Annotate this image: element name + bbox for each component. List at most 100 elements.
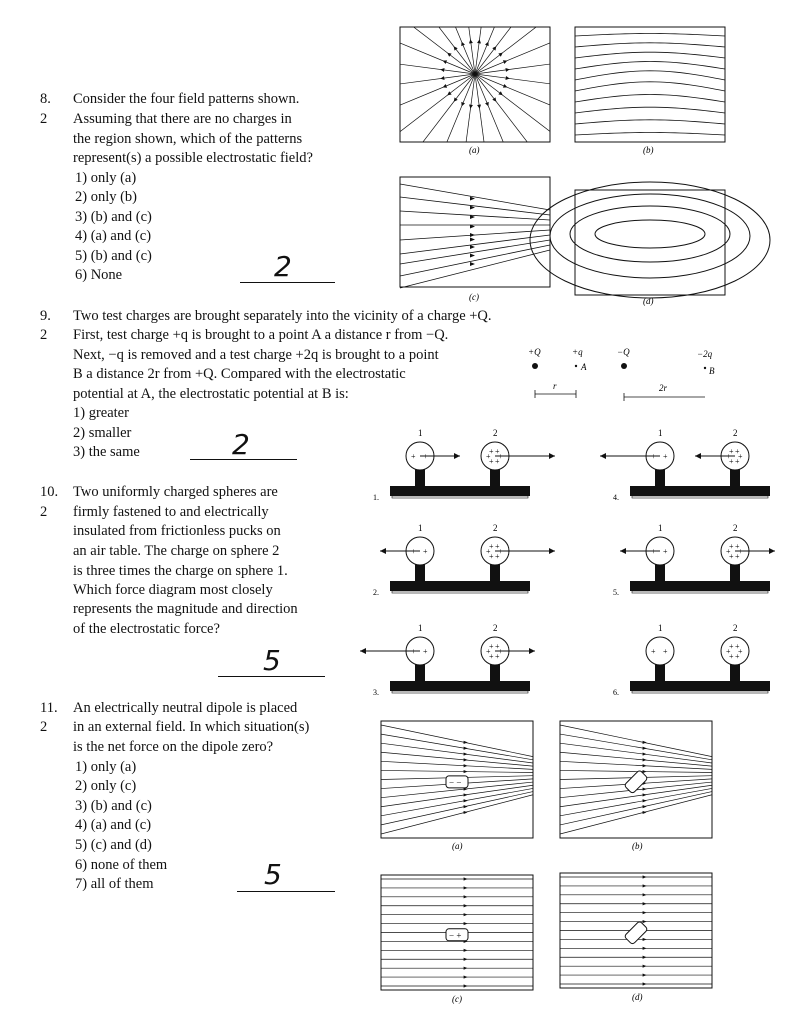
field-arrow	[440, 76, 445, 81]
field-arrow	[463, 948, 468, 952]
arrowhead	[360, 648, 366, 654]
option: 5) (b) and (c)	[75, 248, 152, 264]
force-diagram: 6.1++2++++++	[613, 623, 770, 697]
option: 6) None	[75, 267, 123, 283]
field-arrow	[642, 752, 647, 756]
field-line	[380, 781, 534, 799]
field-arrow	[642, 964, 647, 968]
charge-mark: +	[495, 652, 500, 661]
puck-post	[415, 663, 425, 683]
field-line	[399, 196, 551, 216]
figure-label: (b)	[643, 145, 654, 155]
sphere-number: 2	[733, 428, 738, 438]
charge-dot	[532, 363, 538, 369]
field-line	[400, 63, 476, 75]
answer-line	[190, 459, 297, 460]
sphere-number: 2	[733, 523, 738, 533]
dipole-charges: − −	[449, 777, 461, 787]
option: 6) none of them	[75, 857, 168, 873]
arrowhead	[529, 648, 535, 654]
force-diagram: 1.1++2++++++	[373, 428, 555, 502]
arrowhead	[769, 548, 775, 554]
field-line	[559, 794, 713, 835]
field-arrow	[642, 893, 647, 897]
charge-label: +q	[572, 347, 583, 357]
field-line	[559, 770, 713, 773]
figure-label: (b)	[632, 841, 643, 851]
charge-mark: +	[486, 452, 491, 461]
field-line	[399, 249, 551, 289]
field-line	[380, 751, 534, 767]
charge-mark: +	[738, 452, 743, 461]
field-arrow	[642, 955, 647, 959]
field-pattern-b	[574, 26, 726, 143]
question-text-line: in an external field. In which situation…	[73, 719, 310, 735]
field-line	[380, 784, 534, 808]
charge-mark: +	[423, 647, 428, 656]
field-line	[474, 27, 495, 75]
table-edge	[631, 690, 769, 694]
diagram-number: 3.	[373, 688, 379, 697]
answer-line	[237, 891, 335, 892]
charges-figure: +Q +q A −Q −2q B r 2r	[528, 347, 715, 401]
field-arrow	[470, 237, 475, 242]
dipole-field-panel	[559, 872, 713, 989]
field-line	[422, 73, 476, 142]
question-text-line: insulated from frictionless pucks on	[73, 523, 281, 539]
field-line	[574, 94, 726, 103]
charge-mark: +	[663, 647, 668, 656]
question-text-line: B a distance 2r from +Q. Compared with t…	[73, 366, 406, 382]
field-line	[446, 73, 476, 142]
charge-mark: +	[729, 642, 734, 651]
field-arrow	[502, 83, 508, 88]
question-text-line: Two uniformly charged spheres are	[73, 484, 278, 500]
field-line	[438, 27, 476, 75]
dipole-charges: − +	[449, 930, 461, 940]
field-line	[399, 210, 551, 221]
field-line	[474, 42, 550, 75]
field-arrow	[463, 758, 468, 762]
charge-mark: +	[735, 447, 740, 456]
field-arrow	[463, 966, 468, 970]
field-line	[380, 791, 534, 826]
option: 3) (b) and (c)	[75, 798, 152, 814]
field-arrow	[463, 804, 468, 809]
charge-mark: +	[729, 552, 734, 561]
charged-sphere	[720, 636, 750, 666]
sphere-number: 2	[493, 623, 498, 633]
field-arrow	[468, 104, 473, 109]
field-arrow	[442, 84, 448, 88]
charge-mark: +	[489, 552, 494, 561]
puck-post	[655, 563, 665, 583]
sphere-number: 1	[658, 428, 663, 438]
sphere-number: 2	[493, 523, 498, 533]
field-line	[574, 33, 726, 37]
field-arrow	[642, 810, 647, 815]
question-text-line: potential at A, the electrostatic potent…	[73, 386, 349, 402]
force-diagram: 4.1++2++++++	[600, 428, 770, 502]
charge-mark: +	[495, 642, 500, 651]
puck-post	[730, 563, 740, 583]
sphere-number: 2	[493, 428, 498, 438]
field-arrow	[502, 60, 508, 64]
charge-mark: +	[495, 447, 500, 456]
field-arrow	[642, 769, 647, 774]
question-text-line: is the net force on the dipole zero?	[73, 739, 274, 755]
field-arrow	[463, 810, 468, 815]
question-text-line: represents the magnitude and direction	[73, 601, 298, 617]
field-arrow	[642, 911, 647, 915]
air-table	[390, 486, 530, 496]
field-line	[380, 733, 534, 761]
handwritten-answer: 5	[264, 858, 282, 891]
field-arrow	[470, 262, 475, 266]
field-arrow	[470, 215, 475, 219]
field-arrow	[470, 253, 475, 258]
option: 4) (a) and (c)	[75, 817, 152, 833]
field-line	[400, 73, 476, 85]
charge-mark: +	[489, 447, 494, 456]
charge-mark: +	[729, 447, 734, 456]
field-arrow	[642, 787, 647, 791]
force-diagram: 5.1++2++++++	[613, 523, 775, 597]
field-arrow	[463, 740, 468, 744]
question-points: 2	[40, 719, 48, 735]
